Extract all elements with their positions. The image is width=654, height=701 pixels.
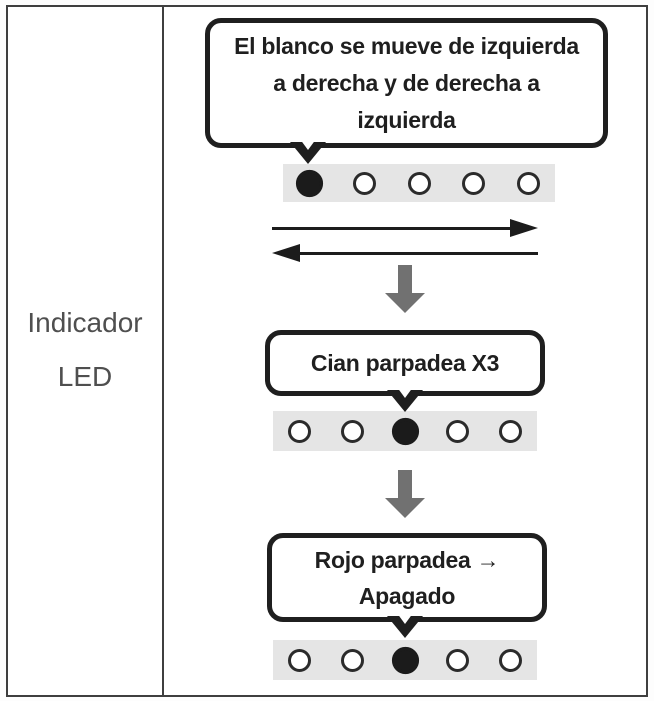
led-dot xyxy=(391,417,419,445)
led-dot xyxy=(295,169,324,197)
led-strip-step3 xyxy=(273,640,537,680)
led-dot xyxy=(446,419,470,443)
led-dot xyxy=(499,419,522,443)
flow-down-arrow-icon xyxy=(385,470,425,518)
led-dot xyxy=(352,171,376,195)
flow-down-arrow-icon xyxy=(385,265,425,313)
led-dot xyxy=(288,419,311,443)
led-dot xyxy=(340,419,364,443)
arrow-left-icon xyxy=(272,244,538,262)
led-dot xyxy=(446,648,470,672)
led-dot xyxy=(499,648,522,672)
led-dot xyxy=(407,171,431,195)
bubble-text-line: a derecha y de derecha a xyxy=(273,69,540,96)
bubble-text-line: El blanco se mueve de izquierda xyxy=(234,32,579,59)
led-dot xyxy=(288,648,311,672)
row-label-line2: LED xyxy=(57,361,113,392)
speech-bubble-white-sweep: El blanco se mueve de izquierda a derech… xyxy=(205,18,608,164)
bubble-text-line: izquierda xyxy=(357,106,456,133)
led-dot xyxy=(391,646,419,674)
row-header-cell: Indicador LED xyxy=(8,5,162,695)
led-strip-step1 xyxy=(283,164,555,202)
bubble-tail-icon xyxy=(387,609,423,638)
bubble-tail-icon xyxy=(387,383,423,412)
table-cell-divider xyxy=(162,5,164,697)
led-strip-step2 xyxy=(273,411,537,451)
speech-bubble-red-blink-off: Rojo parpadea → Apagado xyxy=(267,533,547,638)
bubble-tail-icon xyxy=(290,135,326,164)
led-dot xyxy=(517,171,540,195)
bubble-text-line: Apagado xyxy=(358,582,456,609)
bubble-text-line: Cian parpadea X3 xyxy=(310,349,500,376)
speech-bubble-cyan-blink: Cian parpadea X3 xyxy=(265,330,545,412)
bubble-text-line: Rojo parpadea → xyxy=(314,546,500,573)
row-label-line1: Indicador xyxy=(27,307,143,338)
led-dot xyxy=(340,648,364,672)
arrow-right-icon xyxy=(272,219,538,237)
led-dot xyxy=(462,171,486,195)
